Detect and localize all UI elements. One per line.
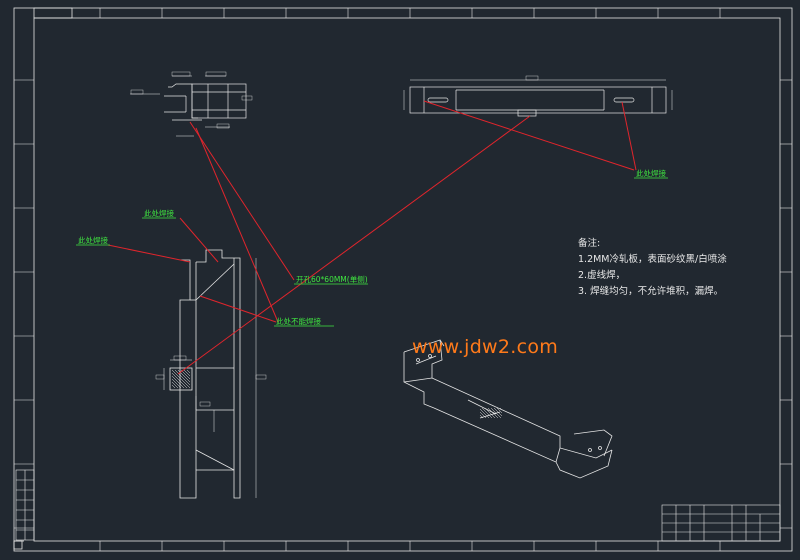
frame-tick xyxy=(499,407,503,411)
outer-border xyxy=(13,7,793,552)
frame-tick xyxy=(490,407,502,419)
frame-tick xyxy=(171,378,182,389)
frame-tick xyxy=(493,407,503,417)
frame-tick xyxy=(481,407,493,419)
leader-weld-right-slot xyxy=(621,101,637,171)
drawing-frame xyxy=(13,7,793,552)
zone-ticks xyxy=(14,8,792,551)
frame-tick xyxy=(479,408,490,419)
frame-tick xyxy=(171,369,191,389)
frame-tick xyxy=(186,369,191,374)
frame-tick xyxy=(484,407,496,419)
frame-tick xyxy=(180,369,191,380)
note-line-1: 1.2MM冷轧板，表面砂纹黑/白喷涂 xyxy=(578,254,727,265)
leader-no-weld-top xyxy=(195,127,279,323)
isometric-hatch xyxy=(479,407,503,419)
frame-tick xyxy=(183,369,191,377)
revision-strip xyxy=(15,469,35,541)
watermark-text: www.jdw2.com xyxy=(412,336,559,358)
leader-weld-left xyxy=(107,244,191,263)
title-block xyxy=(661,504,781,542)
leader-weld-mid xyxy=(179,217,219,263)
callout-weld-mid: 此处焊接 xyxy=(144,209,174,218)
leader-hole xyxy=(177,115,531,375)
frame-tick xyxy=(171,372,188,389)
corner-tab xyxy=(33,7,73,19)
hole-hatch xyxy=(171,369,191,389)
leader-weld-left-slot xyxy=(423,100,635,171)
frame-tick xyxy=(174,369,191,386)
plan-view-topright xyxy=(403,75,673,117)
frame-tick xyxy=(479,414,484,419)
isometric-view xyxy=(403,339,613,479)
note-line-3: 3. 焊缝均匀，不允许堆积，漏焊。 xyxy=(578,286,724,297)
inner-border xyxy=(33,17,781,542)
notes-title: 备注: xyxy=(578,238,601,249)
frame-tick xyxy=(171,375,185,389)
note-line-2: 2.虚线焊， xyxy=(578,270,626,281)
frame-tick xyxy=(171,381,179,389)
leader-no-weld-elev xyxy=(199,295,277,323)
leader-section-hole xyxy=(189,121,295,281)
callout-weld-left: 此处焊接 xyxy=(78,236,108,245)
frame-tick xyxy=(171,384,176,389)
callout-underlines xyxy=(76,177,668,327)
section-view-topleft xyxy=(130,71,253,137)
frame-tick xyxy=(479,411,487,419)
callout-no-weld: 此处不能焊接 xyxy=(276,317,321,326)
elevation-view xyxy=(155,249,267,499)
frame-tick xyxy=(496,407,503,414)
frame-tick xyxy=(487,407,499,419)
leader-lines xyxy=(107,100,637,375)
corner-box xyxy=(13,540,23,550)
callout-weld-right: 此处焊接 xyxy=(636,169,666,178)
callout-hole: 开孔60*60MM(单侧) xyxy=(296,275,368,284)
